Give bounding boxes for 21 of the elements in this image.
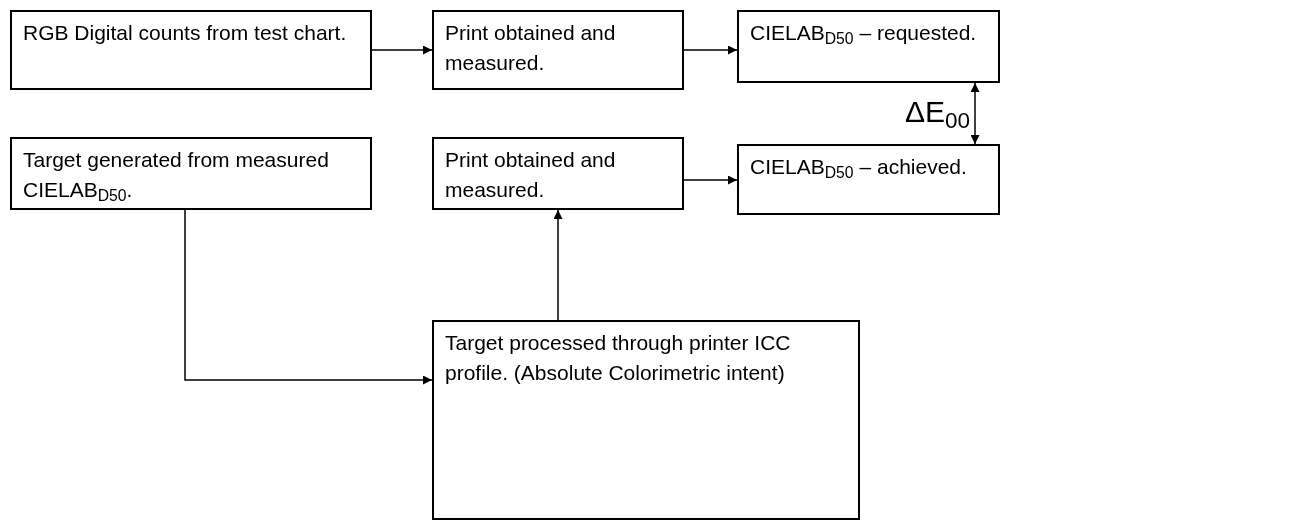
process-box <box>432 10 684 90</box>
arrow <box>683 175 738 185</box>
box-text: RGB Digital counts from test chart. <box>23 20 348 46</box>
edge-label: ΔE$_{00}$ <box>905 95 971 129</box>
arrow <box>970 82 980 145</box>
process-box <box>737 10 1000 83</box>
process-box <box>10 10 372 90</box>
box-text: CIELAB$_{D50}$ – achieved. <box>750 154 968 182</box>
box-text: CIELAB$_{D50}$ – requested. <box>750 20 978 48</box>
process-box <box>737 144 1000 215</box>
arrow <box>184 209 433 385</box>
arrow <box>371 45 433 55</box>
box-text: Print obtained and measured. <box>445 147 617 203</box>
box-text: Print obtained and measured. <box>445 20 617 76</box>
arrow <box>553 209 563 321</box>
arrow <box>683 45 738 55</box>
process-box <box>432 320 860 520</box>
box-text: Target processed through printer ICC profile. (Absolute Colorimetric intent) <box>445 330 792 386</box>
process-box <box>432 137 684 210</box>
box-text: Target generated from measured CIELAB$_{D50}$. <box>23 147 330 205</box>
process-box <box>10 137 372 210</box>
